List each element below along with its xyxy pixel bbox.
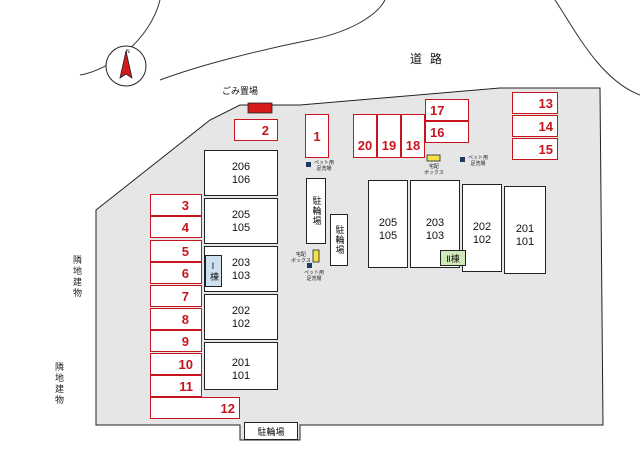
parking-slot-1: 1 xyxy=(305,114,329,158)
unit-lower: 101 xyxy=(231,370,251,382)
unit-lower: 101 xyxy=(515,236,535,248)
unit-lower: 102 xyxy=(231,318,251,330)
parking-slot-15: 15 xyxy=(512,138,558,160)
building-1-unit-205-105: 205 105 xyxy=(204,198,278,244)
building-1-unit-206-106: 206 106 xyxy=(204,150,278,196)
pet-wash-2 xyxy=(460,157,465,162)
bike-parking-3: 駐輪場 xyxy=(244,422,298,440)
parking-slot-10: 10 xyxy=(150,353,202,375)
building-1-unit-202-102: 202 102 xyxy=(204,294,278,340)
parking-slot-2: 2 xyxy=(234,119,278,141)
delivery-box-1 xyxy=(312,249,320,263)
unit-lower: 103 xyxy=(425,230,445,242)
building-1-unit-201-101: 201 101 xyxy=(204,342,278,390)
pet-wash-label-1: ペット用 足洗場 xyxy=(314,160,335,172)
road-label: 道 路 xyxy=(410,52,444,66)
delivery-box-2 xyxy=(426,154,441,162)
parking-slot-18: 18 xyxy=(401,114,425,158)
parking-slot-17: 17 xyxy=(425,99,469,121)
unit-lower: 102 xyxy=(472,234,492,246)
pet-wash-1 xyxy=(306,162,311,167)
compass-label: N xyxy=(126,49,130,55)
garbage-label: ごみ置場 xyxy=(222,87,259,97)
unit-lower: 105 xyxy=(231,222,251,234)
compass xyxy=(105,45,147,87)
unit-upper: 202 xyxy=(472,221,492,233)
pet-wash-3 xyxy=(307,263,312,268)
neighbor-building-label-1: 隣地建物 xyxy=(71,255,81,299)
parking-slot-3: 3 xyxy=(150,194,202,216)
parking-slot-20: 20 xyxy=(353,114,377,158)
parking-slot-7: 7 xyxy=(150,285,202,307)
delivery-box-label-2: 宅配 ボックス xyxy=(424,164,444,176)
building-1-label: Ⅰ棟 xyxy=(205,255,222,287)
building-2-unit-205-105: 205 105 xyxy=(368,180,408,268)
unit-upper: 203 xyxy=(231,257,251,269)
unit-upper: 201 xyxy=(515,223,535,235)
unit-upper: 201 xyxy=(231,357,251,369)
parking-slot-9: 9 xyxy=(150,330,202,352)
parking-slot-6: 6 xyxy=(150,262,202,284)
parking-slot-12: 12 xyxy=(150,397,240,419)
unit-lower: 103 xyxy=(231,270,251,282)
parking-slot-13: 13 xyxy=(512,92,558,114)
parking-slot-16: 16 xyxy=(425,121,469,143)
unit-upper: 202 xyxy=(231,305,251,317)
parking-slot-14: 14 xyxy=(512,115,558,137)
unit-upper: 206 xyxy=(231,161,251,173)
unit-lower: 105 xyxy=(378,230,398,242)
parking-slot-5: 5 xyxy=(150,240,202,262)
unit-upper: 203 xyxy=(425,217,445,229)
road-outline xyxy=(79,0,640,96)
delivery-box-label-1: 宅配 ボックス xyxy=(291,252,311,264)
bike-parking-1: 駐輪場 xyxy=(306,178,326,244)
parking-slot-11: 11 xyxy=(150,375,202,397)
building-2-unit-201-101: 201 101 xyxy=(504,186,546,274)
bike-parking-2: 駐輪場 xyxy=(330,214,348,266)
building-2-unit-202-102: 202 102 xyxy=(462,184,502,272)
pet-wash-label-3: ペット用 足洗場 xyxy=(304,270,325,282)
neighbor-building-label-2: 隣地建物 xyxy=(53,362,63,406)
parking-slot-4: 4 xyxy=(150,216,202,238)
parking-slot-19: 19 xyxy=(377,114,401,158)
garbage-area xyxy=(247,102,273,114)
pet-wash-label-2: ペット用 足洗場 xyxy=(468,155,489,167)
unit-upper: 205 xyxy=(378,217,398,229)
building-2-label: Ⅱ棟 xyxy=(440,250,466,266)
unit-upper: 205 xyxy=(231,209,251,221)
unit-lower: 106 xyxy=(231,174,251,186)
parking-slot-8: 8 xyxy=(150,308,202,330)
